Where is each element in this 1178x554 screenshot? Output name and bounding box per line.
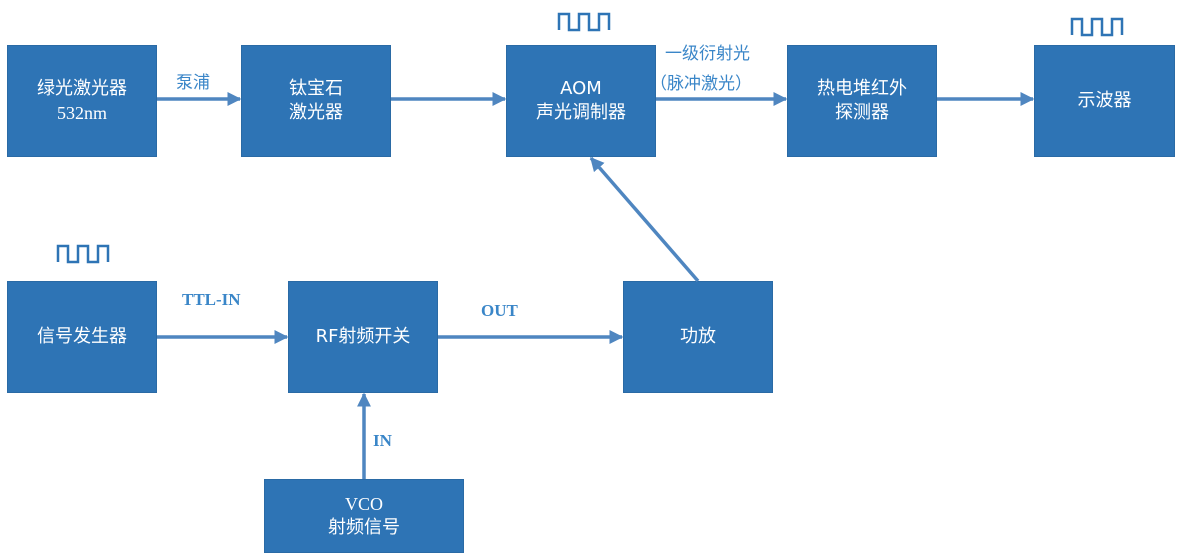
first-order-diffraction-label: 一级衍射光: [665, 44, 750, 64]
oscilloscope-label: 示波器: [1077, 90, 1132, 111]
ttl-in-label: TTL-IN: [182, 290, 241, 309]
green-laser-label: 绿光激光器: [37, 78, 127, 99]
square-wave-icon: [56, 244, 110, 264]
arrow-amplifier-to-aom: [589, 156, 700, 283]
square-wave-icon: [557, 12, 611, 32]
aom-description: 声光调制器: [536, 102, 626, 123]
ti-sapphire-laser-box: 钛宝石 激光器: [241, 45, 391, 157]
vco-description: 射频信号: [328, 517, 400, 538]
green-laser-wavelength: 532nm: [56, 103, 107, 123]
ti-sapphire-label-line2: 激光器: [289, 102, 343, 123]
signal-generator-label: 信号发生器: [37, 326, 127, 347]
vco-label: VCO: [344, 494, 383, 514]
pulsed-laser-label: （脉冲激光）: [650, 74, 752, 94]
thermopile-label-line1: 热电堆红外: [817, 78, 907, 99]
signal-generator-box: 信号发生器: [7, 281, 157, 393]
out-label: OUT: [481, 301, 518, 320]
vco-box: VCO 射频信号: [264, 479, 464, 553]
aom-label: AOM: [560, 78, 602, 99]
amplifier-label: 功放: [680, 326, 716, 347]
ti-sapphire-label-line1: 钛宝石: [289, 78, 343, 99]
amplifier-box: 功放: [623, 281, 773, 393]
aom-box: AOM 声光调制器: [506, 45, 656, 157]
pump-label: 泵浦: [176, 73, 210, 93]
in-label: IN: [373, 431, 392, 450]
thermopile-detector-box: 热电堆红外 探测器: [787, 45, 937, 157]
square-wave-icon: [1070, 17, 1124, 37]
oscilloscope-box: 示波器: [1034, 45, 1175, 157]
rf-switch-box: RF射频开关: [288, 281, 438, 393]
thermopile-label-line2: 探测器: [835, 102, 889, 123]
green-laser-box: 绿光激光器 532nm: [7, 45, 157, 157]
rf-switch-label: RF射频开关: [315, 326, 411, 347]
